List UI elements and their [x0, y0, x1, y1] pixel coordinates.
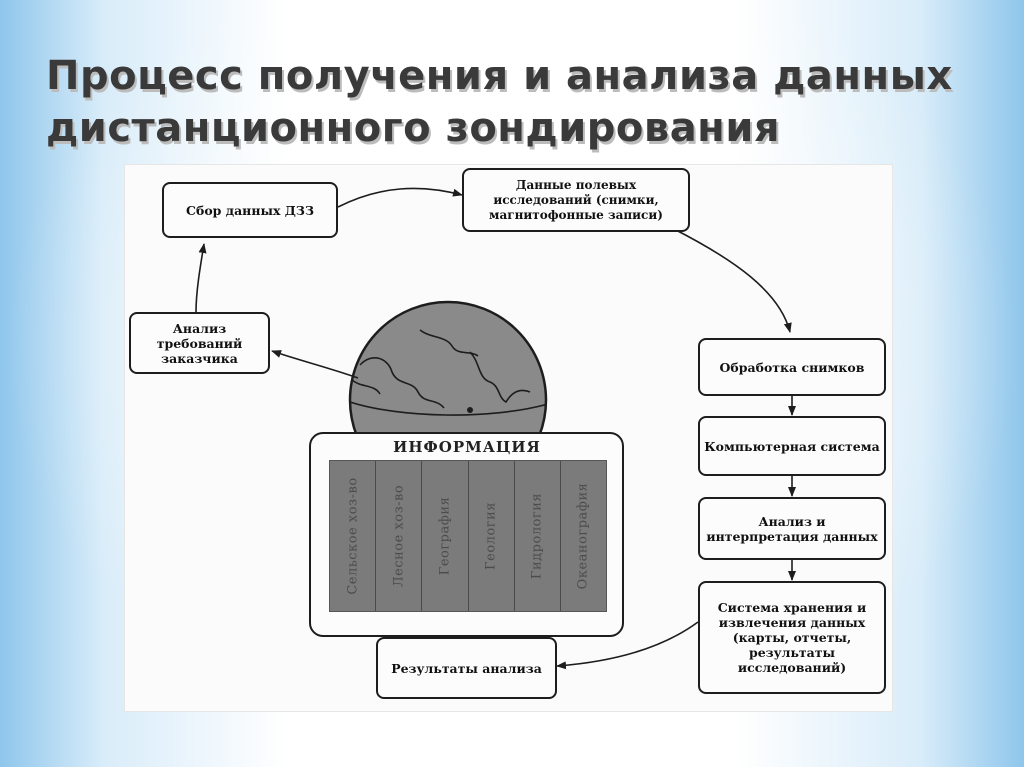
box-analysis: Анализ и интерпретация данных: [698, 497, 886, 560]
strip-label: Геология: [483, 502, 499, 570]
box-computer: Компьютерная система: [698, 416, 886, 476]
box-collect: Сбор данных ДЗЗ: [162, 182, 338, 238]
arrow-globe-to-requirements: [271, 350, 359, 379]
strip-oceanography: Океанография: [560, 461, 607, 611]
strip-forestry: Лесное хоз-во: [376, 461, 423, 611]
strip-label: Океанография: [575, 482, 591, 590]
strip-label: География: [437, 496, 453, 576]
information-strips: Сельское хоз-во Лесное хоз-во География …: [329, 460, 607, 612]
strip-label: Гидрология: [529, 492, 545, 580]
box-field-data: Данные полевых исследований (снимки, маг…: [462, 168, 690, 232]
title-line-2: дистанционного зондирования: [46, 105, 781, 151]
strip-geology: Геология: [468, 461, 515, 611]
title-line-1: Процесс получения и анализа данных: [46, 53, 953, 99]
slide-title: Процесс получения и анализа данных диста…: [46, 50, 986, 154]
box-storage: Система хранения и извлечения данных (ка…: [698, 581, 886, 694]
arrow-requirements-to-collect: [195, 243, 207, 313]
arrow-storage-to-results: [556, 621, 699, 670]
box-processing: Обработка снимков: [698, 338, 886, 396]
box-results: Результаты анализа: [376, 637, 557, 699]
strip-agriculture: Сельское хоз-во: [330, 461, 377, 611]
strip-hydrology: Гидрология: [514, 461, 561, 611]
information-label: ИНФОРМАЦИЯ: [393, 438, 541, 456]
strip-label: Лесное хоз-во: [391, 484, 407, 588]
arrow-field-to-processing: [671, 227, 792, 333]
strip-label: Сельское хоз-во: [345, 477, 361, 595]
strip-geography: География: [422, 461, 469, 611]
box-requirements: Анализ требований заказчика: [129, 312, 270, 374]
arrow-collect-to-field: [337, 187, 463, 208]
